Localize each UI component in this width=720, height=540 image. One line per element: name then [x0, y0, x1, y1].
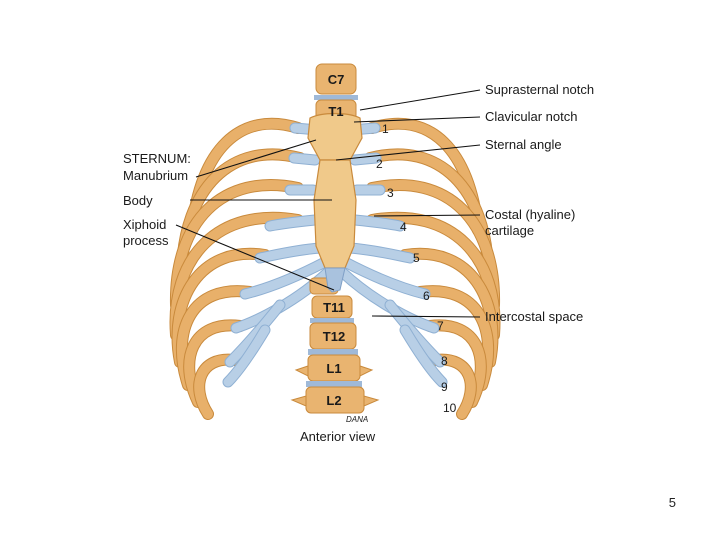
vertebra-label-t12: T12: [323, 329, 345, 344]
label-sternum-heading: STERNUM:: [123, 151, 191, 166]
sternal-body-shape: [313, 159, 357, 269]
rib-numbers: 1 2 3 4 5 6 7 8 9 10: [376, 122, 457, 415]
rib-number-5: 5: [413, 251, 420, 265]
label-costal-cartilage-line1: Costal (hyaline): [485, 207, 575, 222]
label-intercostal-space: Intercostal space: [485, 309, 583, 324]
rib-number-8: 8: [441, 354, 448, 368]
sternum: [307, 112, 363, 293]
rib-number-4: 4: [400, 220, 407, 234]
costal-cartilages: [222, 122, 448, 388]
rib-number-3: 3: [387, 186, 394, 200]
label-sternal-angle: Sternal angle: [485, 137, 562, 152]
vertebra-label-l1: L1: [326, 361, 341, 376]
leader-lines: [175, 89, 481, 318]
label-suprasternal-notch: Suprasternal notch: [485, 82, 594, 97]
label-xiphoid-line1: Xiphoid: [123, 217, 166, 232]
rib-number-6: 6: [423, 289, 430, 303]
vertebra-label-t11: T11: [323, 300, 345, 315]
rib-number-7: 7: [437, 319, 444, 333]
label-costal-cartilage-line2: cartilage: [485, 223, 534, 238]
ribs-left: [169, 117, 306, 420]
label-body: Body: [123, 193, 153, 208]
xiphoid-shape: [324, 267, 346, 293]
rib-number-2: 2: [376, 157, 383, 171]
manubrium-shape: [307, 112, 363, 161]
page-number: 5: [668, 495, 676, 510]
vertebra-label-t1: T1: [328, 104, 343, 119]
rib-number-1: 1: [382, 122, 389, 136]
label-xiphoid-line2: process: [123, 233, 169, 248]
label-manubrium: Manubrium: [123, 168, 188, 183]
rib-number-9: 9: [441, 380, 448, 394]
label-anterior-view: Anterior view: [300, 429, 376, 444]
vertebra-label-c7: C7: [328, 72, 345, 87]
ribs-right: [364, 117, 501, 420]
artist-signature: DANA: [346, 415, 368, 424]
vertebra-label-l2: L2: [326, 393, 341, 408]
rib-number-10: 10: [443, 401, 457, 415]
label-clavicular-notch: Clavicular notch: [485, 109, 578, 124]
